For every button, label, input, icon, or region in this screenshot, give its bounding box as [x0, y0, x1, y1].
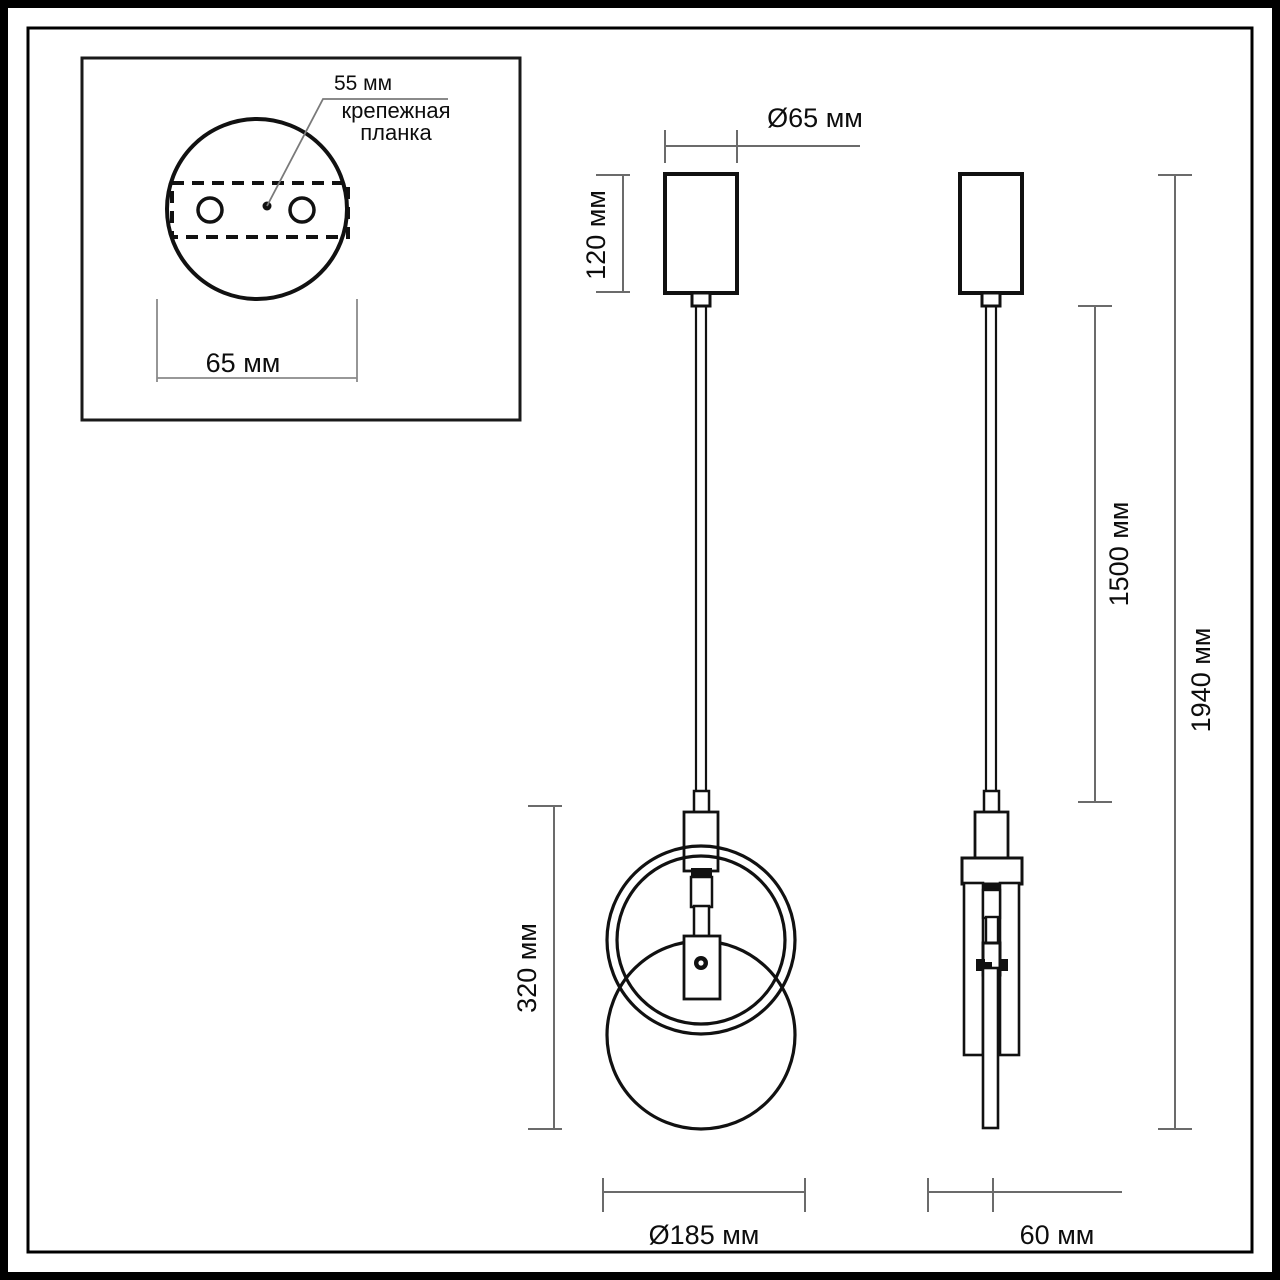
front-connector-rod: [692, 904, 711, 939]
callout-leader-line: [266, 98, 448, 207]
front-canopy-body: [663, 172, 739, 295]
inner-frame-border: [26, 26, 1254, 1254]
side-stem-upper-block: [973, 810, 1010, 862]
dim-60-label: 60 мм: [1020, 1220, 1095, 1250]
side-connector-rod: [984, 915, 1000, 946]
dim-d65-label: Ø65 мм: [767, 103, 863, 133]
dim-1500-label: 1500 мм: [1104, 502, 1134, 607]
side-screw-head-left: [976, 959, 985, 971]
front-view-group: Ø65 мм 120 мм 320 мм: [512, 103, 863, 1250]
shade-ring-inner: [615, 854, 787, 1026]
mounting-hole-right: [288, 196, 316, 224]
front-cord-gland: [690, 291, 712, 308]
front-stem-cap: [692, 789, 711, 815]
dim-320-label: 320 мм: [512, 923, 542, 1013]
side-stem-cap: [982, 789, 1001, 815]
side-view-group: 1500 мм 1940 мм 60 мм: [927, 172, 1216, 1250]
dim-d185-label: Ø185 мм: [649, 1220, 760, 1250]
side-lower-disc-edge: [981, 966, 1000, 1130]
mounting-plate-dashed-rect: [170, 181, 350, 239]
mounting-hole-left: [196, 196, 224, 224]
callout-note-line1: крепежная: [341, 98, 450, 123]
side-screw-head-right: [999, 959, 1008, 971]
inset-top-view-group: 55 мм крепежная планка 65 мм: [80, 56, 522, 422]
side-cord-gland: [980, 291, 1002, 308]
callout-55mm-label: 55 мм: [334, 72, 392, 95]
side-connector-sleeve: [981, 888, 1002, 920]
shade-ring-outer: [605, 844, 797, 1036]
callout-note-line2: планка: [360, 120, 432, 145]
side-canopy-body: [958, 172, 1024, 295]
canopy-outline-circle: [165, 117, 349, 301]
dim-65mm-label: 65 мм: [206, 348, 281, 378]
front-connector-sleeve: [689, 875, 714, 909]
side-ring-top-bar: [960, 856, 1024, 886]
front-pivot-screw-inner: [698, 960, 704, 966]
front-stem-upper-block: [682, 810, 720, 873]
dim-120-label: 120 мм: [581, 190, 611, 280]
dim-1940-label: 1940 мм: [1186, 628, 1216, 733]
